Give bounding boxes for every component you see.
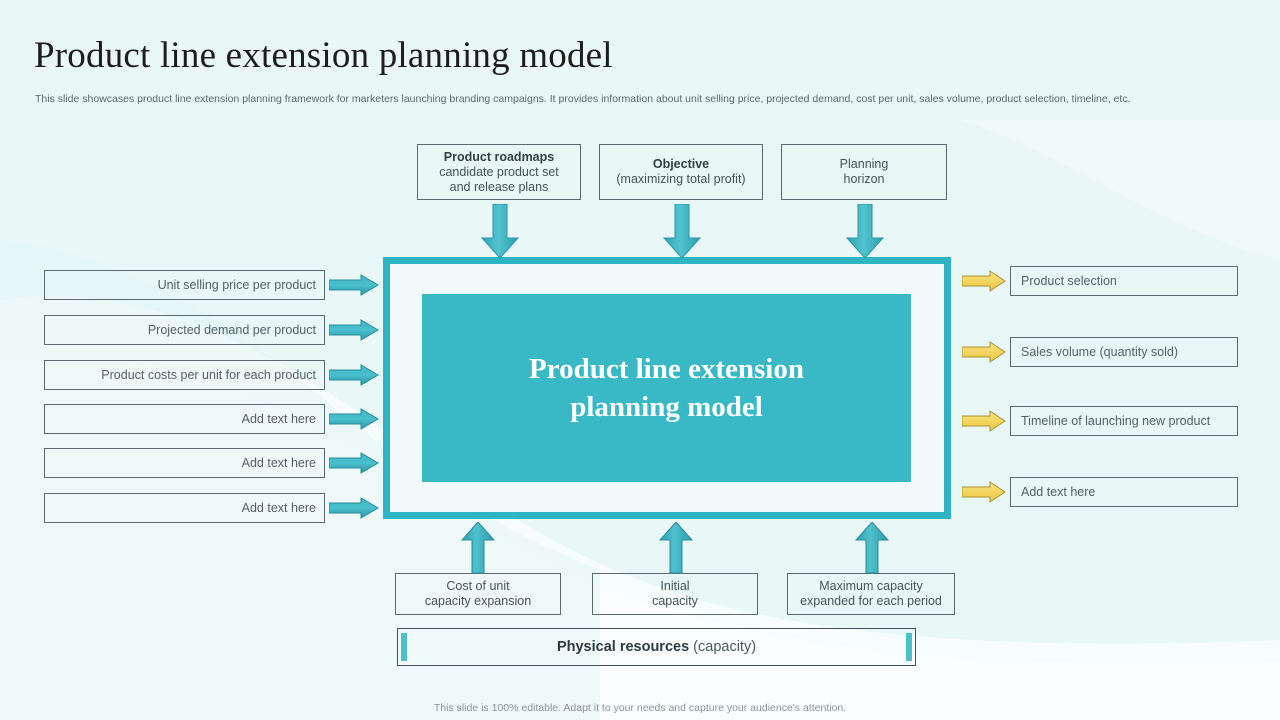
arrow-up-icon (659, 522, 693, 574)
arrow-right-icon (329, 452, 379, 474)
physical-resources-bar[interactable]: Physical resources (capacity) (397, 628, 916, 666)
top-box-sub2: and release plans (449, 179, 549, 194)
arrow-right-icon (962, 341, 1006, 363)
arrow-right-icon (962, 481, 1006, 503)
top-input-box-product-roadmaps[interactable]: Product roadmaps candidate product set a… (417, 144, 581, 200)
bottom-box-line1: Initial (660, 579, 690, 593)
left-box-label: Product costs per unit for each product (101, 368, 316, 382)
bottom-box-cost-of-unit-capacity-expansion[interactable]: Cost of unit capacity expansion (395, 573, 561, 615)
arrow-right-icon (329, 497, 379, 519)
left-box-label: Unit selling price per product (157, 278, 316, 292)
bottom-box-initial-capacity[interactable]: Initial capacity (592, 573, 758, 615)
bottom-box-line1: Cost of unit (446, 579, 510, 593)
left-input-box-0[interactable]: Unit selling price per product (44, 270, 325, 300)
right-box-label: Add text here (1021, 485, 1096, 499)
arrow-up-icon (461, 522, 495, 574)
arrow-down-icon (662, 204, 702, 259)
bottom-box-line2: expanded for each period (800, 594, 942, 608)
page-subtitle: This slide showcases product line extens… (35, 93, 1131, 105)
top-box-sub1: (maximizing total profit) (616, 172, 746, 186)
left-box-label: Add text here (241, 501, 316, 515)
arrow-down-icon (845, 204, 885, 259)
arrow-right-icon (329, 364, 379, 386)
top-box-title: Objective (652, 157, 710, 171)
bottom-box-line2: capacity expansion (424, 594, 532, 608)
arrow-down-icon (480, 204, 520, 259)
left-input-box-4[interactable]: Add text here (44, 448, 325, 478)
arrow-right-icon (962, 410, 1006, 432)
accent-bar-left (401, 633, 407, 661)
top-box-sub2: horizon (843, 172, 885, 186)
top-input-box-planning-horizon[interactable]: Planning horizon (781, 144, 947, 200)
physical-resources-normal: (capacity) (689, 639, 757, 655)
page-title: Product line extension planning model (34, 35, 613, 76)
accent-bar-right (906, 633, 912, 661)
right-output-box-0[interactable]: Product selection (1010, 266, 1238, 296)
top-box-sub1: Planning (839, 157, 889, 171)
left-box-label: Add text here (241, 456, 316, 470)
top-input-box-objective[interactable]: Objective (maximizing total profit) (599, 144, 763, 200)
center-model-card[interactable]: Product line extension planning model (422, 294, 911, 482)
left-input-box-3[interactable]: Add text here (44, 404, 325, 434)
right-output-box-1[interactable]: Sales volume (quantity sold) (1010, 337, 1238, 367)
right-box-label: Timeline of launching new product (1021, 414, 1211, 428)
top-box-sub1: candidate product set (439, 164, 559, 179)
arrow-up-icon (855, 522, 889, 574)
center-title-line1: Product line extension (529, 353, 804, 385)
arrow-right-icon (962, 270, 1006, 292)
left-input-box-5[interactable]: Add text here (44, 493, 325, 523)
bottom-box-line1: Maximum capacity (819, 579, 923, 593)
left-box-label: Add text here (241, 412, 316, 426)
bottom-box-line2: capacity (652, 594, 698, 608)
bottom-box-maximum-capacity[interactable]: Maximum capacity expanded for each perio… (787, 573, 955, 615)
right-output-box-2[interactable]: Timeline of launching new product (1010, 406, 1238, 436)
center-title-line2: planning model (570, 391, 763, 423)
left-input-box-1[interactable]: Projected demand per product (44, 315, 325, 345)
arrow-right-icon (329, 274, 379, 296)
arrow-right-icon (329, 408, 379, 430)
right-box-label: Sales volume (quantity sold) (1021, 345, 1179, 359)
left-input-box-2[interactable]: Product costs per unit for each product (44, 360, 325, 390)
physical-resources-strong: Physical resources (556, 639, 690, 655)
left-box-label: Projected demand per product (147, 323, 316, 337)
footer-note: This slide is 100% editable. Adapt it to… (433, 702, 847, 714)
right-output-box-3[interactable]: Add text here (1010, 477, 1238, 507)
top-box-title: Product roadmaps (443, 149, 555, 164)
arrow-right-icon (329, 319, 379, 341)
right-box-label: Product selection (1021, 274, 1117, 288)
